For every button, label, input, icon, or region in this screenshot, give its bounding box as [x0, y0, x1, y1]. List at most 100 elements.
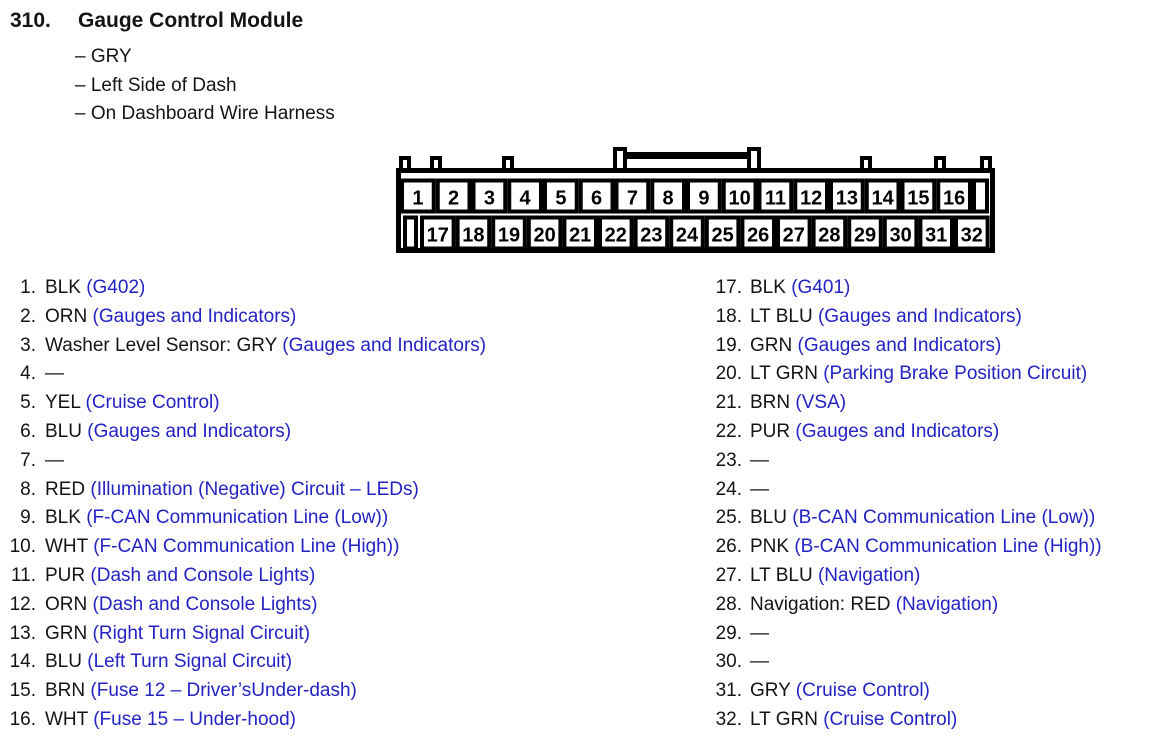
pin-row: 22.PUR (Gauges and Indicators) [660, 418, 1151, 447]
pin-number: 26. [715, 536, 742, 558]
section-heading: 310. Gauge Control Module [10, 9, 303, 33]
pin-description: BLK (G401) [750, 274, 850, 303]
pin-cell-number: 7 [627, 188, 638, 210]
detail-color: – GRY [75, 46, 132, 67]
blank-slot [403, 215, 418, 251]
pin-row: 27.LT BLU (Navigation) [660, 562, 1151, 591]
pin-row: 29.— [660, 620, 1151, 649]
pin-description: Washer Level Sensor: GRY (Gauges and Ind… [45, 332, 486, 361]
wire-color: GRN [45, 622, 88, 644]
pin-number: 3. [20, 334, 36, 356]
pin-cell-number: 21 [569, 225, 591, 247]
pin-cell [420, 215, 456, 251]
circuit-label: (Gauges and Indicators) [797, 334, 1002, 356]
pin-number: 23. [715, 449, 742, 471]
pin-row: 13. GRN (Right Turn Signal Circuit) [0, 620, 655, 649]
pin-cell-number: 29 [854, 225, 876, 247]
pin-cell-number: 19 [498, 225, 520, 247]
pin-row: 24.— [660, 476, 1151, 505]
circuit-label: (Gauges and Indicators) [817, 305, 1022, 327]
pin-description: LT BLU (Navigation) [750, 562, 920, 591]
circuit-label: (Dash and Console Lights) [90, 564, 316, 586]
pin-row: 12.ORN (Dash and Console Lights) [0, 591, 655, 620]
pin-cell [562, 215, 598, 251]
pin-cell [598, 215, 634, 251]
pin-description: — [750, 620, 769, 649]
pin-cell [614, 178, 651, 214]
pin-cell [882, 215, 919, 251]
pin-cell-number: 25 [711, 225, 733, 247]
pin-cell [900, 178, 937, 214]
pin-number: 11. [10, 564, 36, 586]
pin-cell [704, 215, 741, 251]
wire-color: WHT [45, 536, 88, 558]
pin-cell [793, 178, 829, 214]
pin-number: 16. [9, 708, 36, 730]
wire-color: PNK [750, 536, 790, 558]
pin-cell [435, 178, 472, 214]
pin-cell-number: 14 [871, 188, 894, 210]
wire-color: BRN [45, 680, 86, 702]
pin-cell-number: 18 [462, 225, 484, 247]
pin-cell [740, 215, 776, 251]
wire-color: — [750, 449, 769, 471]
pin-number: 20. [715, 363, 742, 385]
pin-description: GRN (Gauges and Indicators) [750, 332, 1001, 361]
pin-description: ORN (Gauges and Indicators) [45, 303, 296, 332]
pin-number: 28. [715, 593, 742, 615]
blank-slot [972, 178, 989, 214]
pin-cell [686, 178, 722, 214]
pin-description: PNK (B-CAN Communication Line (High)) [750, 533, 1102, 562]
circuit-label: (Navigation) [817, 564, 921, 586]
pin-cell [954, 215, 990, 251]
circuit-label: (Illumination (Negative) Circuit – LEDs) [90, 478, 419, 500]
circuit-label: (Cruise Control) [85, 392, 220, 414]
wire-color: Washer Level Sensor: GRY [45, 334, 277, 356]
pin-number: 12. [9, 593, 36, 615]
circuit-label: (B-CAN Communication Line (Low)) [792, 507, 1096, 529]
pin-cell [936, 178, 972, 214]
pin-cell-number: 32 [961, 225, 983, 247]
pin-row: 7.— [0, 447, 655, 476]
pin-cell [669, 215, 705, 251]
wire-color: BRN [750, 392, 791, 414]
pin-cell-number: 9 [698, 188, 709, 210]
pin-description: LT GRN (Parking Brake Position Circuit) [750, 360, 1087, 389]
pin-description: BLU (Left Turn Signal Circuit) [45, 648, 292, 677]
pin-cell [400, 178, 436, 214]
circuit-label: (Gauges and Indicators) [795, 420, 1000, 442]
pin-description: GRN (Right Turn Signal Circuit) [45, 620, 310, 649]
detail-harness: – On Dashboard Wire Harness [75, 103, 335, 124]
pin-cell-number: 26 [747, 225, 769, 247]
wire-color: LT GRN [750, 708, 818, 730]
pin-row: 10.WHT (F-CAN Communication Line (High)) [0, 533, 655, 562]
lock-lever-bar [622, 152, 752, 159]
pin-cell-number: 13 [836, 188, 858, 210]
pin-number: 13. [9, 622, 36, 644]
wire-color: ORN [45, 305, 88, 327]
pin-description: — [750, 648, 769, 677]
section-number: 310. [10, 9, 51, 32]
wire-color: PUR [45, 564, 86, 586]
pin-cell-number: 24 [676, 225, 699, 247]
wire-color: LT BLU [750, 564, 813, 586]
pin-number: 25. [715, 507, 742, 529]
pin-cell-number: 17 [427, 225, 449, 247]
pin-number: 18. [715, 305, 742, 327]
pin-row: 30.— [660, 648, 1151, 677]
circuit-label: (Gauges and Indicators) [92, 305, 297, 327]
wire-color: LT BLU [750, 305, 813, 327]
pin-cell [721, 178, 758, 214]
pin-row: 14.BLU (Left Turn Signal Circuit) [0, 648, 655, 677]
circuit-label: (Gauges and Indicators) [87, 420, 292, 442]
wire-color: BLU [45, 420, 82, 442]
circuit-label: (Right Turn Signal Circuit) [92, 622, 311, 644]
pin-cell [776, 215, 812, 251]
pin-number: 10. [9, 536, 36, 558]
pin-description: PUR (Dash and Console Lights) [45, 562, 315, 591]
pin-cell [829, 178, 865, 214]
pin-description: RED (Illumination (Negative) Circuit – L… [45, 476, 419, 505]
pin-number: 31. [715, 680, 742, 702]
pin-cell-number: 30 [889, 225, 911, 247]
